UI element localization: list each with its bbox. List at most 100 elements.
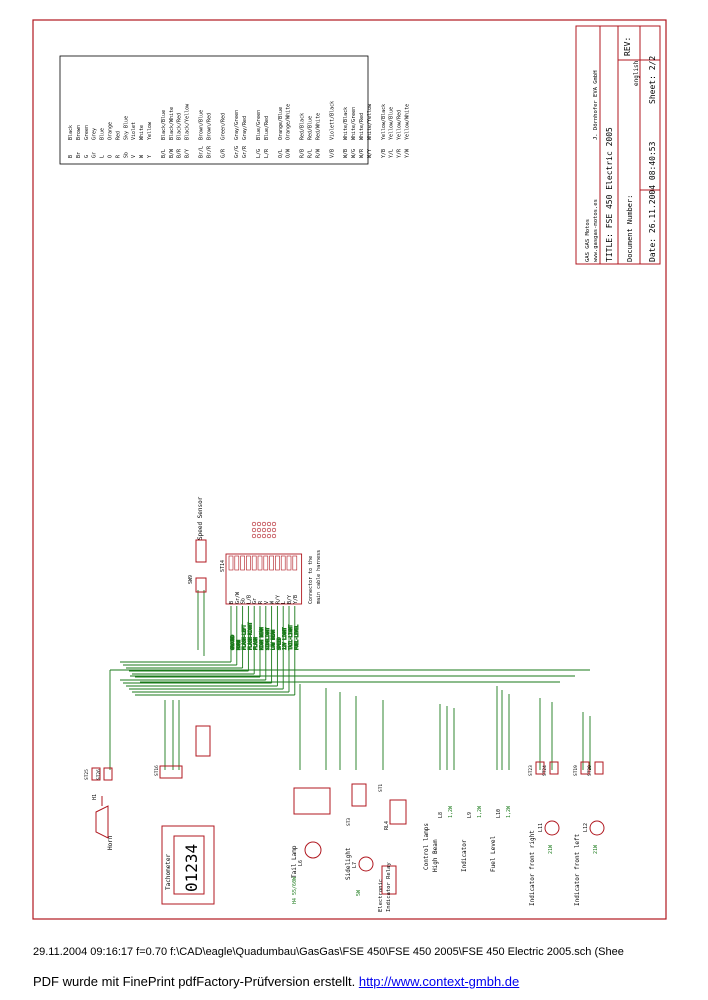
legend-code: W/R <box>359 148 365 158</box>
speed-sensor-id: SW9 <box>188 575 194 584</box>
high-beam-rating: 1,2W <box>448 805 454 818</box>
connector-caption: main cable harness <box>316 550 322 604</box>
connector-pin <box>240 555 245 571</box>
plug-pin-icon <box>261 533 267 539</box>
legend-name: White/Yellow <box>367 103 373 140</box>
wire-signal-label: SIDELIGHT <box>265 627 270 650</box>
legend-code: O/L <box>278 149 284 158</box>
context-gmbh-link[interactable]: http://www.context-gmbh.de <box>358 974 520 989</box>
connector-pin-wire: L/B <box>246 595 252 604</box>
title-block: GAS GAS Motos www.gasgas-motos.es J. Dör… <box>575 25 661 265</box>
legend-name: Yellow/Red <box>397 110 403 140</box>
speed-sensor-wire <box>197 590 205 656</box>
document-number-label: Document Number: <box>626 195 634 262</box>
connector-pin <box>280 555 286 571</box>
legend-code: R <box>115 154 121 158</box>
legend-name: Blue/Red <box>264 116 270 140</box>
plug-pin-icon <box>266 521 272 527</box>
plug-pin-icon <box>261 527 267 533</box>
legend-code: Gr/R <box>242 145 248 158</box>
wire-signal-label: 12V LIGHT <box>282 627 287 650</box>
connector-pin <box>246 555 251 571</box>
indicator-lamp-label: Indicator <box>461 839 468 872</box>
legend-code: Br/L <box>199 146 205 158</box>
horn-conn2: ST26 <box>96 769 102 780</box>
wire-signal-label: GROUND <box>230 634 235 650</box>
connector-pin-wire: B <box>229 601 235 604</box>
legend-name: Black/Blue <box>161 110 167 140</box>
indicator-right-connector <box>549 761 559 775</box>
legend-name: Yellow/Blue <box>389 107 395 140</box>
plug-pin-icon <box>251 533 257 539</box>
legend-name: Black/Red <box>177 113 183 140</box>
connector-pin-wire: V <box>264 601 270 604</box>
connector-pin-wire: B/Y <box>287 595 293 604</box>
tail-lamp-rating: H4 55/60W <box>292 876 298 904</box>
indicator-left-id: L12 <box>583 823 589 832</box>
horn-icon <box>95 805 109 839</box>
sidelight-conn: ST3 <box>346 818 352 826</box>
tachometer-body <box>161 825 215 905</box>
pdf-footer: PDF wurde mit FinePrint pdfFactory-Prüfv… <box>33 974 519 989</box>
horn-label: Horn <box>107 835 114 850</box>
indicator-left-conn1: ST19 <box>573 765 579 776</box>
legend-code: W/G <box>351 149 357 158</box>
speed-sensor-icon <box>195 539 207 563</box>
legend-code: W/B <box>343 149 349 158</box>
legend-name: Black/White <box>169 107 175 140</box>
wire-signal-label: LOW BEAM <box>271 629 276 650</box>
sidelight-id: L7 <box>352 862 358 868</box>
legend-name: Orange/White <box>286 104 292 140</box>
legend-name: Orange/Blue <box>278 107 284 140</box>
connector-pin <box>228 555 234 571</box>
connector-pin <box>234 555 240 571</box>
wire-signal-label: FLASH-RIGHT <box>247 622 252 650</box>
sheet-border <box>32 19 667 920</box>
high-beam-id: L8 <box>438 812 444 818</box>
legend-code: G/R <box>220 148 226 158</box>
title-text: TITLE: FSE 450 Electric 2005 <box>605 127 614 262</box>
legend-code: R/W <box>315 148 321 158</box>
legend-code: B/R <box>177 148 183 158</box>
legend-name: Yellow <box>147 121 153 140</box>
connector-pin <box>286 555 292 571</box>
legend-code: Gr/G <box>234 146 240 158</box>
legend-name: Red <box>115 131 121 140</box>
indicator-right-id: L11 <box>538 823 544 832</box>
indicator-lamp-rating: 1,2W <box>477 805 483 818</box>
speed-sensor-connector <box>195 577 207 593</box>
legend-name: Sky Blue <box>123 116 129 140</box>
language-text: english <box>633 60 640 86</box>
connector-pin-wire: R/Y <box>275 595 281 604</box>
tail-lamp-icon <box>304 841 322 859</box>
legend-name: Brown/Red <box>206 113 212 140</box>
plug-pin-icon <box>251 521 257 527</box>
connector-pin <box>269 555 274 571</box>
connector-id: ST14 <box>220 560 226 572</box>
legend-code: Y/B <box>381 149 387 158</box>
wire-signal-label: HIGH BEAM <box>259 627 264 650</box>
legend-name: Yellow/White <box>405 104 411 140</box>
wire-signal-label: SPEED <box>276 637 281 650</box>
legend-code: W/Y <box>367 149 373 158</box>
plug-pin-icon <box>271 527 277 533</box>
legend-code: Y/L <box>389 149 395 158</box>
indicator-left-connector <box>594 761 604 775</box>
indicator-right-connector <box>535 761 545 775</box>
legend-name: Gray/Red <box>242 116 248 140</box>
wire-signal-label: HORN <box>236 639 241 650</box>
legend-code: G <box>84 155 90 158</box>
indicator-lamp-id: L9 <box>467 812 473 818</box>
sidelight-label: Sidelight <box>345 847 352 880</box>
high-beam-label: High Beam <box>432 839 439 872</box>
indicator-left-rating: 21W <box>593 844 599 854</box>
legend-code: Y <box>147 155 153 158</box>
legend-name: Gray/Green <box>234 110 240 140</box>
indicator-left-icon <box>589 820 605 836</box>
legend-name: White <box>139 125 145 140</box>
file-path-footer: 29.11.2004 09:16:17 f=0.70 f:\CAD\eagle\… <box>33 946 624 958</box>
sidelight-connector <box>351 783 367 807</box>
legend-code: Sb <box>123 152 129 158</box>
legend-code: L <box>100 155 106 158</box>
